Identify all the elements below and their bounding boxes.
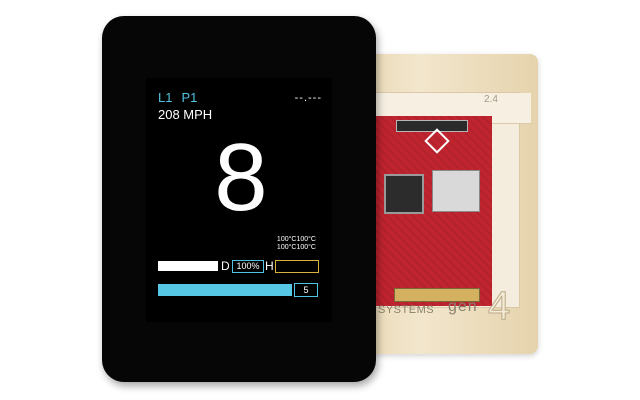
pcb-processor-chip — [384, 174, 424, 214]
tyre-temps-front: 100°C100°C — [276, 236, 316, 243]
position-indicator: P1 — [181, 90, 198, 105]
d-level-bar — [158, 261, 218, 271]
pcb-bottom-connector — [394, 288, 480, 302]
tyre-temps-rear: 100°C100°C — [276, 244, 316, 251]
d-label: D — [221, 259, 230, 273]
h-label: H — [265, 259, 274, 273]
fuel-value-box: 5 — [294, 283, 318, 297]
pcb-board — [374, 116, 492, 306]
brand-systems-label: SYSTEMS — [378, 304, 435, 316]
pcb-top-connector — [396, 120, 468, 132]
brand-gen-digit-logo: 4 — [487, 284, 511, 329]
sd-card-slot — [432, 170, 480, 212]
brand-gen-label: gen — [448, 298, 478, 315]
display-bezel: L1 P1 208 MPH --.--- 8 100°C100°C 100°C10… — [102, 16, 376, 382]
d-h-bar-row: D 100% H — [158, 259, 319, 274]
d-percent-box: 100% — [232, 260, 264, 273]
gear-indicator: 8 — [214, 124, 268, 231]
fuel-level-bar — [158, 284, 292, 296]
tyre-temps: 100°C100°C 100°C100°C — [277, 236, 316, 252]
lap-position-row: L1 P1 — [158, 90, 206, 105]
lap-time-readout: --.--- — [294, 92, 322, 104]
h-level-box — [275, 260, 319, 273]
lap-indicator: L1 — [158, 90, 173, 105]
pcb-logo-icon — [424, 128, 450, 154]
back-module-frame — [356, 54, 538, 354]
module-version-label: 2.4 — [484, 94, 498, 105]
speed-readout: 208 MPH — [158, 107, 213, 122]
dashboard-screen: L1 P1 208 MPH --.--- 8 100°C100°C 100°C10… — [146, 78, 332, 322]
